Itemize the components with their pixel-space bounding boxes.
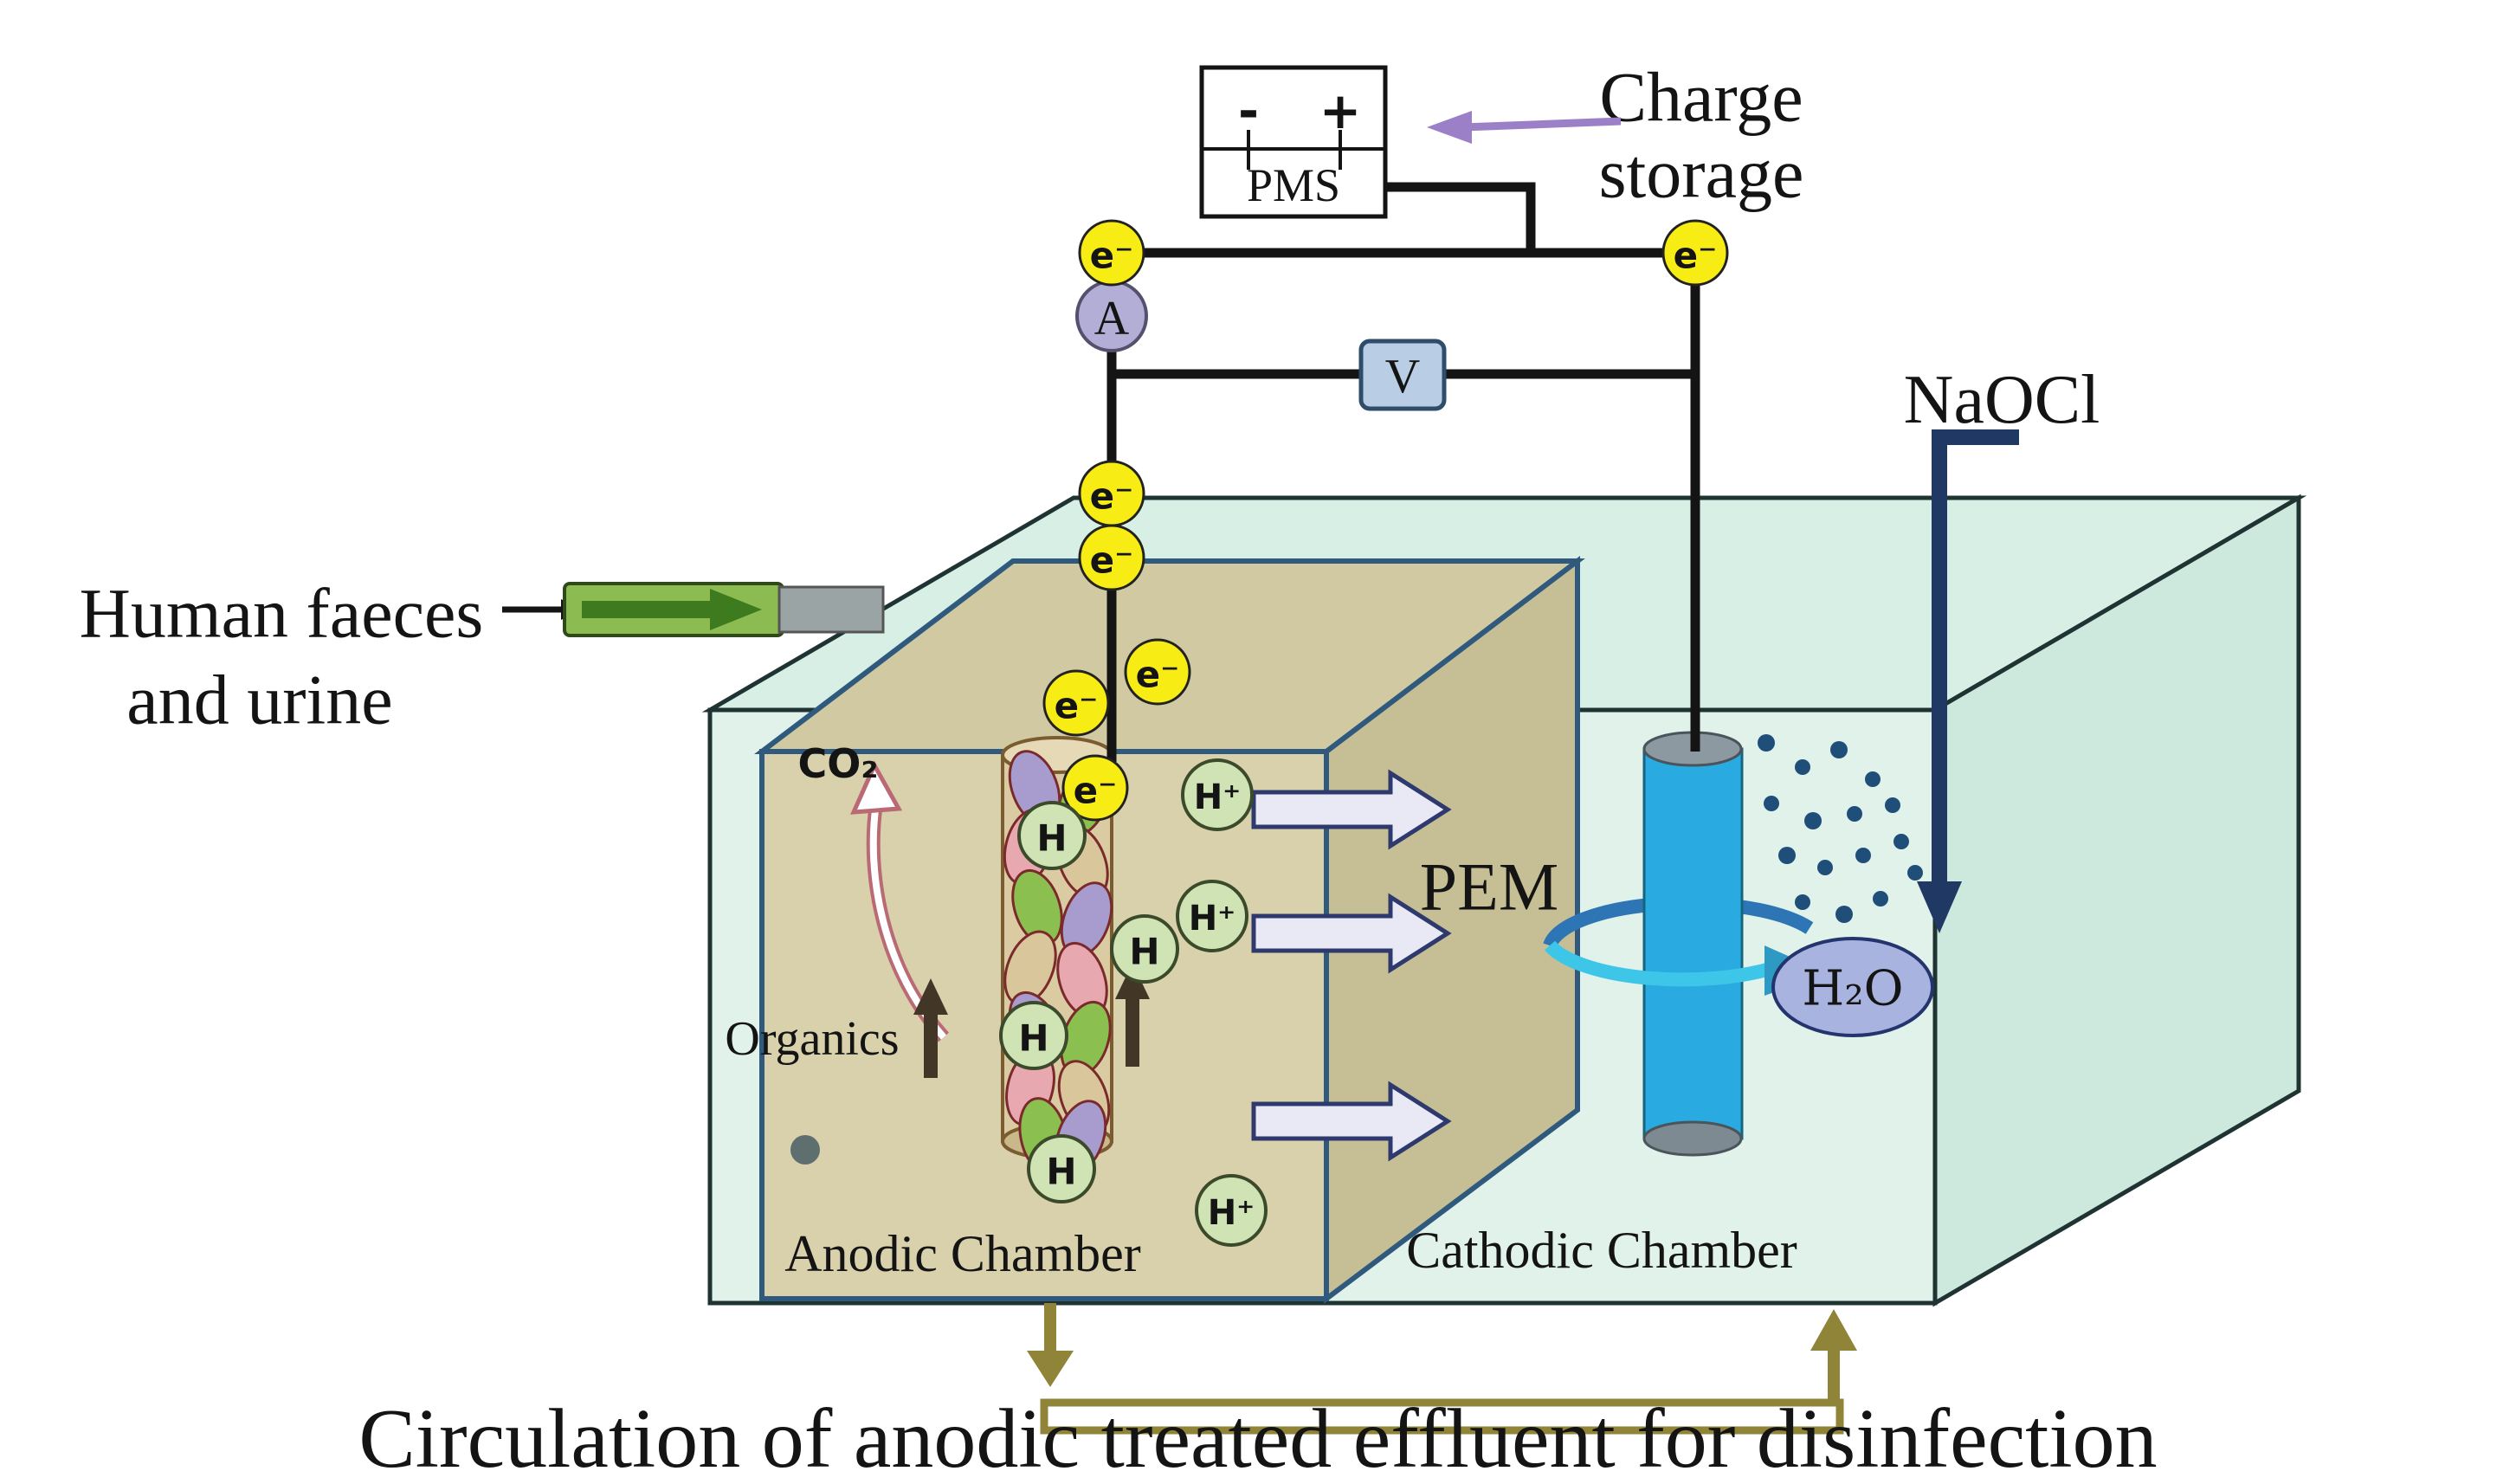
- wire-pms-link: [1385, 182, 1536, 253]
- proton-badges: H H H H H⁺ H⁺ H⁺: [999, 758, 1268, 1247]
- pms-minus-label: -: [1238, 81, 1259, 140]
- svg-text:e⁻: e⁻: [1136, 654, 1180, 696]
- proton-h-badge: H: [1110, 914, 1179, 984]
- h2o-label: H₂O: [1802, 961, 1903, 1017]
- organics-rise-arrow-icon: [1115, 963, 1150, 1067]
- h2o-product: H₂O: [1771, 937, 1934, 1037]
- electron-badge: e⁻: [1078, 219, 1145, 287]
- h2o-bubble: [1771, 937, 1934, 1037]
- organics-label: Organics: [725, 1012, 899, 1066]
- proton-h-badge: H: [1027, 1134, 1096, 1203]
- svg-text:e⁻: e⁻: [1090, 475, 1134, 518]
- electron-badge: e⁻: [1078, 524, 1145, 591]
- proton-flux-arrows: [1251, 769, 1452, 1162]
- svg-text:e⁻: e⁻: [1090, 539, 1134, 582]
- proton-arrow-icon: [1251, 1081, 1452, 1162]
- electron-badge: e⁻: [1061, 754, 1129, 822]
- voltmeter-label: V: [1385, 350, 1420, 403]
- svg-text:H⁺: H⁺: [1208, 1193, 1255, 1233]
- charge-storage-callout: Charge storage: [1427, 58, 1803, 213]
- circulation-down-arrow-icon: [1027, 1303, 1074, 1387]
- circulation-up-arrow-icon: [1810, 1309, 1857, 1401]
- charge-storage-label-line1: Charge: [1599, 58, 1803, 137]
- svg-text:H⁺: H⁺: [1194, 777, 1242, 817]
- svg-text:H⁺: H⁺: [1189, 899, 1236, 939]
- naocl-dispersion-dots: [1758, 734, 1923, 923]
- inlet-pipe-tip: [777, 585, 885, 634]
- voltmeter-box: [1358, 339, 1447, 411]
- naocl-arrowhead-icon: [1917, 881, 1962, 933]
- electron-badges: e⁻ e⁻ e⁻ e⁻ e⁻ e⁻ e⁻: [1042, 219, 1729, 822]
- svg-text:H: H: [1036, 817, 1067, 860]
- cathodic-chamber-label: Cathodic Chamber: [1406, 1222, 1797, 1279]
- electron-badge: e⁻: [1042, 669, 1110, 737]
- bubble-dot: [790, 1135, 820, 1165]
- proton-hplus-badge: H⁺: [1181, 758, 1254, 831]
- circulation-pipe: [1040, 1398, 1844, 1435]
- proton-hplus-badge: H⁺: [1176, 880, 1248, 952]
- svg-text:H: H: [1129, 931, 1159, 973]
- proton-arrow-icon: [1251, 769, 1452, 850]
- cathode-spiral-front: [1544, 940, 1776, 987]
- voltmeter: V: [1358, 339, 1447, 411]
- organics-rise-arrow-icon: [913, 978, 948, 1078]
- inlet-flow-arrow-icon: [582, 589, 762, 630]
- svg-text:e⁻: e⁻: [1674, 235, 1718, 277]
- pem-label: PEM: [1420, 849, 1558, 925]
- pms-unit: - + PMS: [1199, 65, 1388, 219]
- svg-text:H: H: [1018, 1017, 1048, 1060]
- cathode-bottom-cap: [1642, 1120, 1743, 1157]
- svg-text:e⁻: e⁻: [1090, 235, 1134, 277]
- ammeter-label: A: [1094, 292, 1130, 345]
- pms-plus-label: +: [1319, 81, 1362, 140]
- feed-label-line1: Human faeces: [80, 574, 484, 653]
- proton-h-badge: H: [1017, 801, 1087, 870]
- proton-arrow-icon: [1251, 893, 1452, 974]
- feed-label-line2: and urine: [126, 661, 392, 739]
- circulation-loop: [1027, 1303, 1857, 1435]
- naocl-label: NaOCl: [1904, 362, 2100, 438]
- cathode-cylinder: [1642, 747, 1744, 1140]
- naocl-arrow-line: [1932, 429, 2019, 883]
- anodic-chamber-label: Anodic Chamber: [784, 1225, 1141, 1282]
- pms-box: [1199, 65, 1388, 219]
- electron-badge: e⁻: [1124, 638, 1191, 706]
- co2-arrowhead-icon: [850, 760, 903, 815]
- feed-inlet: [502, 582, 885, 637]
- proton-hplus-badge: H⁺: [1195, 1174, 1268, 1247]
- ammeter: A: [1075, 280, 1148, 352]
- svg-text:H: H: [1046, 1151, 1076, 1193]
- figure-caption: Circulation of anodic treated effluent f…: [358, 1392, 2157, 1484]
- pms-label: PMS: [1247, 159, 1340, 211]
- electron-badge: e⁻: [1661, 219, 1729, 287]
- co2-label: CO₂: [797, 740, 878, 787]
- svg-text:e⁻: e⁻: [1055, 685, 1099, 727]
- charge-storage-arrow-line: [1462, 117, 1622, 132]
- charge-storage-arrowhead-icon: [1427, 111, 1472, 144]
- svg-text:e⁻: e⁻: [1074, 770, 1118, 812]
- electron-badge: e⁻: [1078, 460, 1145, 527]
- proton-h-badge: H: [999, 1001, 1068, 1070]
- naocl-dosing: [1758, 429, 2019, 933]
- charge-storage-label-line2: storage: [1599, 134, 1804, 213]
